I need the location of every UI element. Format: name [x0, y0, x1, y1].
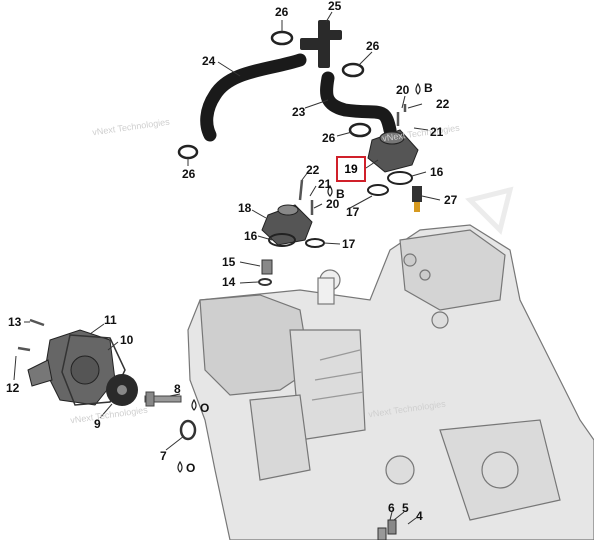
callout-11[interactable]: 11: [104, 313, 117, 327]
callout-15[interactable]: 15: [222, 255, 236, 269]
callout-25[interactable]: 25: [328, 0, 342, 13]
callout-23[interactable]: 23: [292, 105, 306, 119]
adhesive-drop-icons: [177, 82, 421, 473]
callout-12[interactable]: 12: [6, 381, 20, 395]
callout-4[interactable]: 4: [416, 509, 423, 523]
temperature-sensor-27: [412, 186, 422, 212]
tee-fitting-25: [300, 20, 342, 68]
callout-26[interactable]: 26: [275, 5, 289, 19]
parts-5-6: [377, 519, 397, 540]
callout-10[interactable]: 10: [120, 333, 134, 347]
outlet-housing-19: [367, 129, 419, 173]
water-pump-housing-11: [27, 329, 116, 406]
callout-22[interactable]: 22: [306, 163, 320, 177]
callout-19-highlighted[interactable]: 19: [336, 156, 366, 182]
callout-26[interactable]: 26: [322, 131, 336, 145]
callout-7[interactable]: 7: [160, 449, 167, 463]
callout-16[interactable]: 16: [244, 229, 258, 243]
label-O: O: [186, 461, 196, 475]
engine-block: [187, 224, 594, 540]
bolts: [17, 104, 407, 352]
gasket-10: [61, 334, 126, 406]
callout-5[interactable]: 5: [402, 501, 409, 515]
callout-6[interactable]: 6: [388, 501, 395, 515]
callout-17[interactable]: 17: [342, 237, 356, 251]
callout-24[interactable]: 24: [202, 54, 216, 68]
callout-21[interactable]: 21: [430, 125, 444, 139]
fitting-15: [258, 259, 273, 286]
label-B: B: [424, 81, 433, 95]
callout-22[interactable]: 22: [436, 97, 450, 111]
callout-21[interactable]: 21: [318, 177, 332, 191]
callout-26[interactable]: 26: [182, 167, 196, 181]
callout-26[interactable]: 26: [366, 39, 380, 53]
seal-7: [179, 419, 197, 441]
callout-27[interactable]: 27: [444, 193, 458, 207]
callout-8[interactable]: 8: [174, 382, 181, 396]
callout-20[interactable]: 20: [326, 197, 340, 211]
callout-14[interactable]: 14: [222, 275, 236, 289]
callout-13[interactable]: 13: [8, 315, 22, 329]
o-rings-upper: [367, 171, 413, 196]
label-B: B: [336, 187, 345, 201]
impeller-9: [106, 374, 138, 406]
hose-24: [200, 53, 307, 142]
callout-17[interactable]: 17: [346, 205, 360, 219]
shaft-8: [144, 391, 182, 407]
callout-16[interactable]: 16: [430, 165, 444, 179]
hose-23: [320, 71, 397, 137]
callout-20[interactable]: 20: [396, 83, 410, 97]
callout-18[interactable]: 18: [238, 201, 252, 215]
callout-9[interactable]: 9: [94, 417, 101, 431]
label-O: O: [200, 401, 210, 415]
leader-lines: [13, 11, 441, 525]
